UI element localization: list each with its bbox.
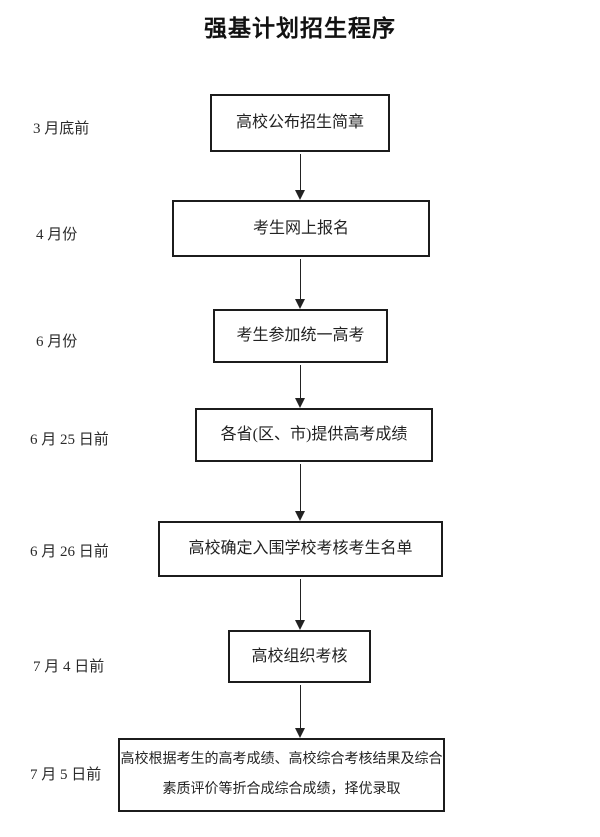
step-6-text: 高校组织考核 <box>251 647 348 665</box>
step-4-text: 各省(区、市)提供高考成绩 <box>220 426 408 444</box>
arrow-head <box>295 398 305 408</box>
arrow-shaft <box>300 685 301 730</box>
down-arrow-icon <box>294 464 307 521</box>
down-arrow-icon <box>294 154 307 200</box>
step-4-box: 各省(区、市)提供高考成绩 <box>195 408 433 462</box>
step-3-box: 考生参加统一高考 <box>213 309 388 363</box>
arrow-head <box>295 190 305 200</box>
arrow-shaft <box>300 464 301 513</box>
step-7-date-label: 7 月 5 日前 <box>30 767 102 783</box>
step-1-date-label: 3 月底前 <box>33 121 90 137</box>
step-6-box: 高校组织考核 <box>228 630 371 683</box>
step-1-text: 高校公布招生简章 <box>235 114 364 132</box>
down-arrow-icon <box>294 685 307 738</box>
arrow-shaft <box>300 259 301 301</box>
step-2-box: 考生网上报名 <box>172 200 430 257</box>
arrow-shaft <box>300 154 301 192</box>
arrow-head <box>295 511 305 521</box>
step-7-text-line-2: 素质评价等折合成综合成绩，择优录取 <box>162 782 401 797</box>
down-arrow-icon <box>294 579 307 630</box>
step-6-date-label: 7 月 4 日前 <box>33 659 105 675</box>
step-3-text: 考生参加统一高考 <box>236 327 365 345</box>
arrow-shaft <box>300 365 301 400</box>
down-arrow-icon <box>294 365 307 408</box>
arrow-shaft <box>300 579 301 622</box>
step-5-box: 高校确定入围学校考核考生名单 <box>158 521 443 577</box>
step-5-date-label: 6 月 26 日前 <box>30 544 109 560</box>
step-7-box: 高校根据考生的高考成绩、高校综合考核结果及综合 素质评价等折合成综合成绩，择优录… <box>118 738 445 812</box>
arrow-head <box>295 728 305 738</box>
page-title: 强基计划招生程序 <box>204 15 396 41</box>
step-2-text: 考生网上报名 <box>252 219 349 237</box>
step-2-date-label: 4 月份 <box>36 227 78 243</box>
step-7-text-line-1: 高校根据考生的高考成绩、高校综合考核结果及综合 <box>120 751 443 767</box>
arrow-head <box>295 620 305 630</box>
step-3-date-label: 6 月份 <box>36 334 78 350</box>
step-5-text: 高校确定入围学校考核考生名单 <box>188 540 413 558</box>
step-4-date-label: 6 月 25 日前 <box>30 432 109 448</box>
down-arrow-icon <box>294 259 307 309</box>
arrow-head <box>295 299 305 309</box>
step-1-box: 高校公布招生简章 <box>210 94 390 152</box>
